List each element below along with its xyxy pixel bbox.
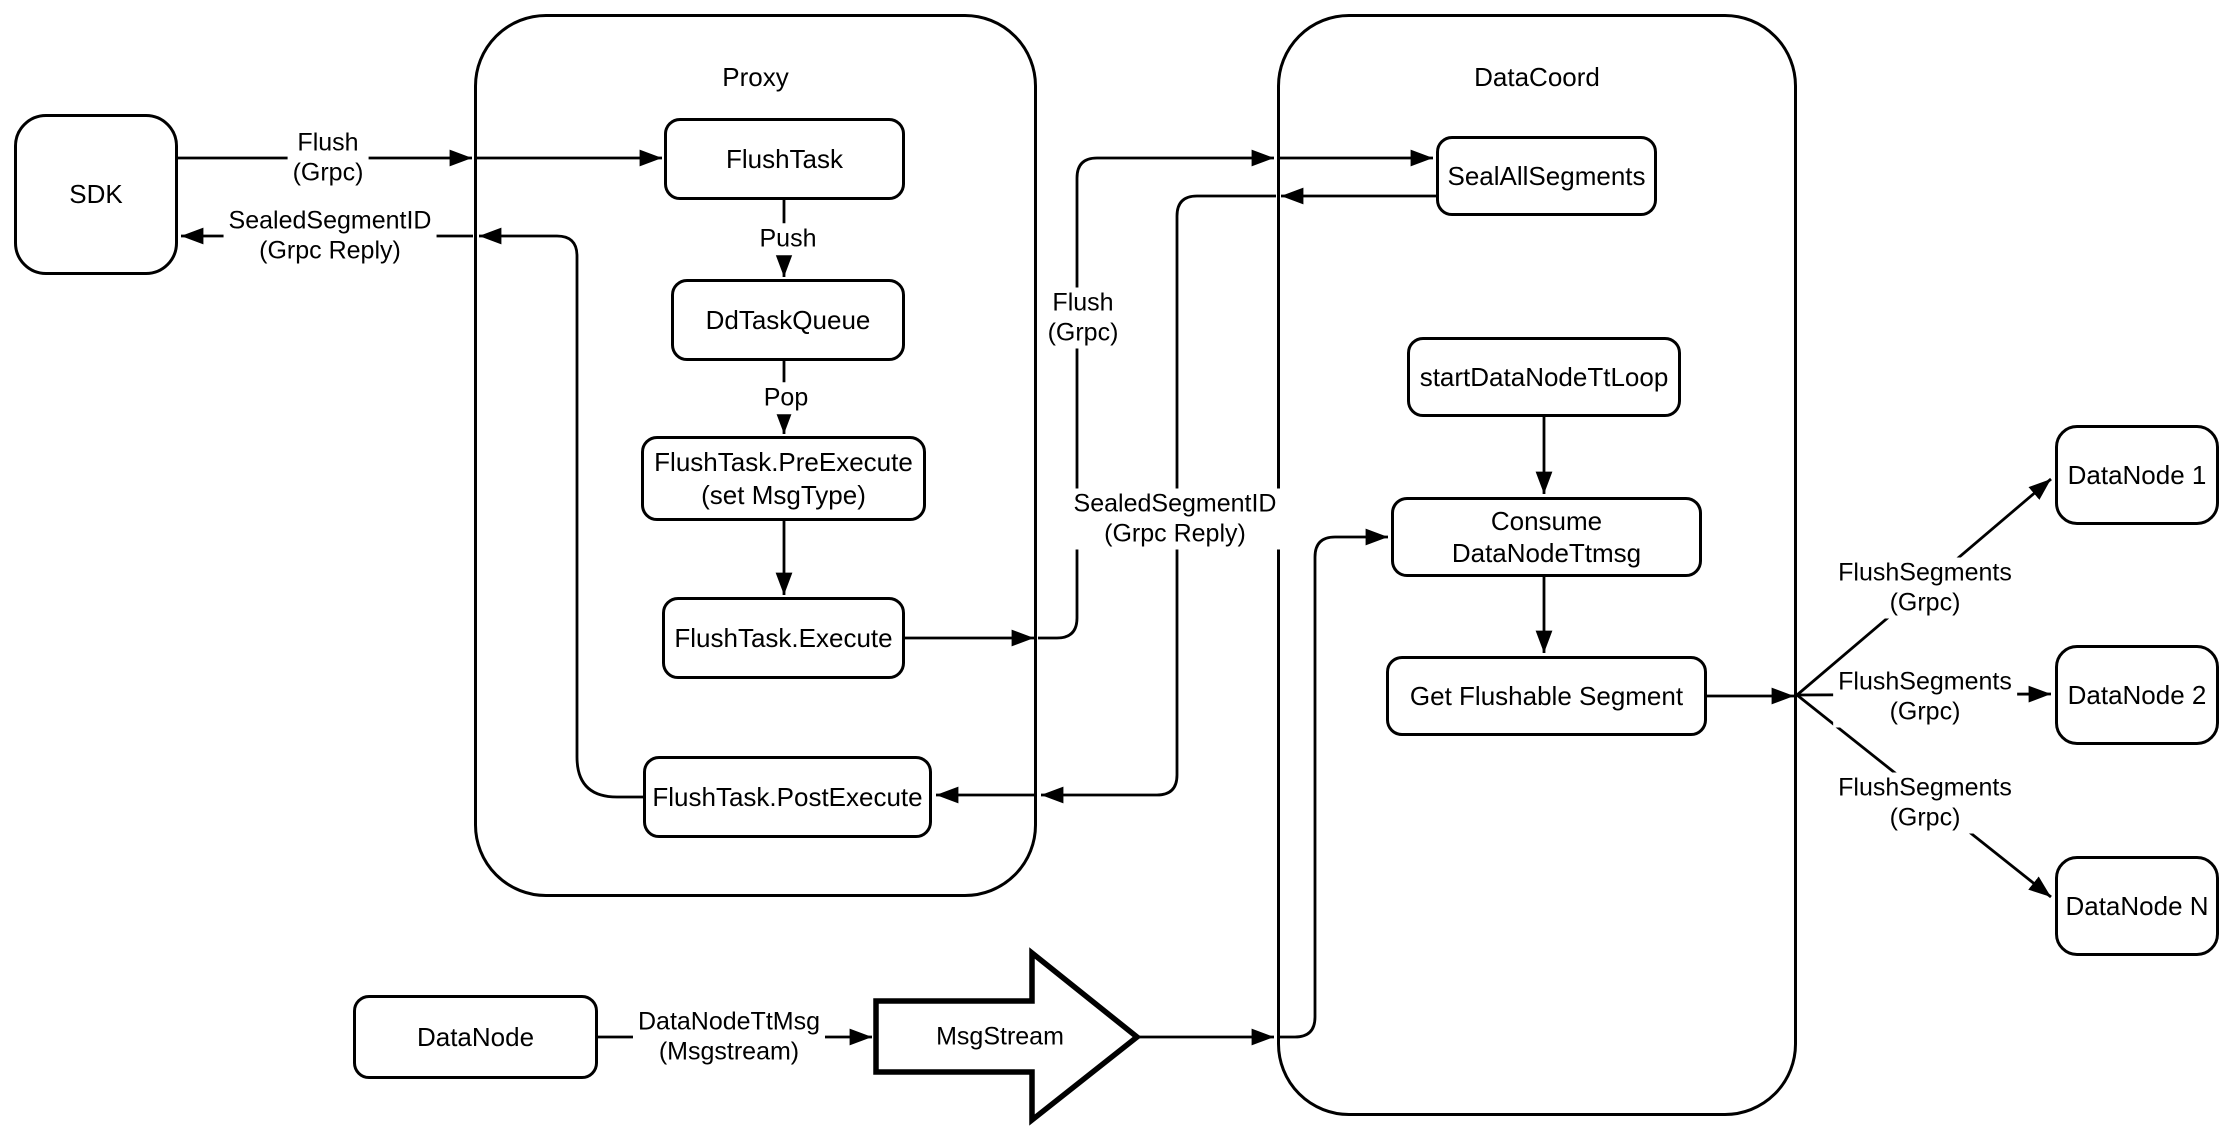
edge-postexecute-to-proxyedge [479,227,643,799]
node-sdk: SDK [14,114,178,275]
proxy-container-title: Proxy [722,62,789,92]
label-flushsegments-3: FlushSegments (Grpc) [1833,772,2017,834]
label-flush-grpc-mid: Flush (Grpc) [1042,287,1124,349]
edge-msgstream-riser [1278,528,1388,1039]
datacoord-container [1277,14,1797,1116]
node-consume-datanodettmsg: Consume DataNodeTtmsg [1391,497,1702,577]
label-sealedsegmentid-mid: SealedSegmentID (Grpc Reply) [1068,488,1282,550]
label-datanodettmsg: DataNodeTtMsg (Msgstream) [632,1006,826,1068]
label-sealedsegmentid-sdk: SealedSegmentID (Grpc Reply) [223,205,437,267]
label-flushsegments-2: FlushSegments (Grpc) [1833,666,2017,728]
node-startdatanodettloop: startDataNodeTtLoop [1407,337,1681,417]
node-get-flushable-segment: Get Flushable Segment [1386,656,1707,736]
label-flushsegments-1: FlushSegments (Grpc) [1833,557,2017,619]
label-pop: Pop [758,382,814,414]
node-flushtask-preexecute: FlushTask.PreExecute (set MsgType) [641,436,926,521]
label-push: Push [754,223,822,255]
msgstream-label: MsgStream [936,1022,1064,1051]
node-datanode-n: DataNode N [2055,856,2219,956]
node-flushtask-execute: FlushTask.Execute [662,597,905,679]
node-datanode-bottom: DataNode [353,995,598,1079]
edge-flush-riser [1038,149,1274,640]
datacoord-container-title: DataCoord [1474,62,1600,92]
node-ddtaskqueue: DdTaskQueue [671,279,905,361]
node-datanode-2: DataNode 2 [2055,645,2219,745]
node-datanode-1: DataNode 1 [2055,425,2219,525]
msgstream-shape [873,947,1142,1126]
proxy-container [474,14,1037,897]
node-sealallsegments: SealAllSegments [1436,136,1657,216]
node-flushtask-postexecute: FlushTask.PostExecute [643,756,932,838]
node-flushtask: FlushTask [664,118,905,200]
label-flush-grpc-sdk: Flush (Grpc) [287,127,369,189]
